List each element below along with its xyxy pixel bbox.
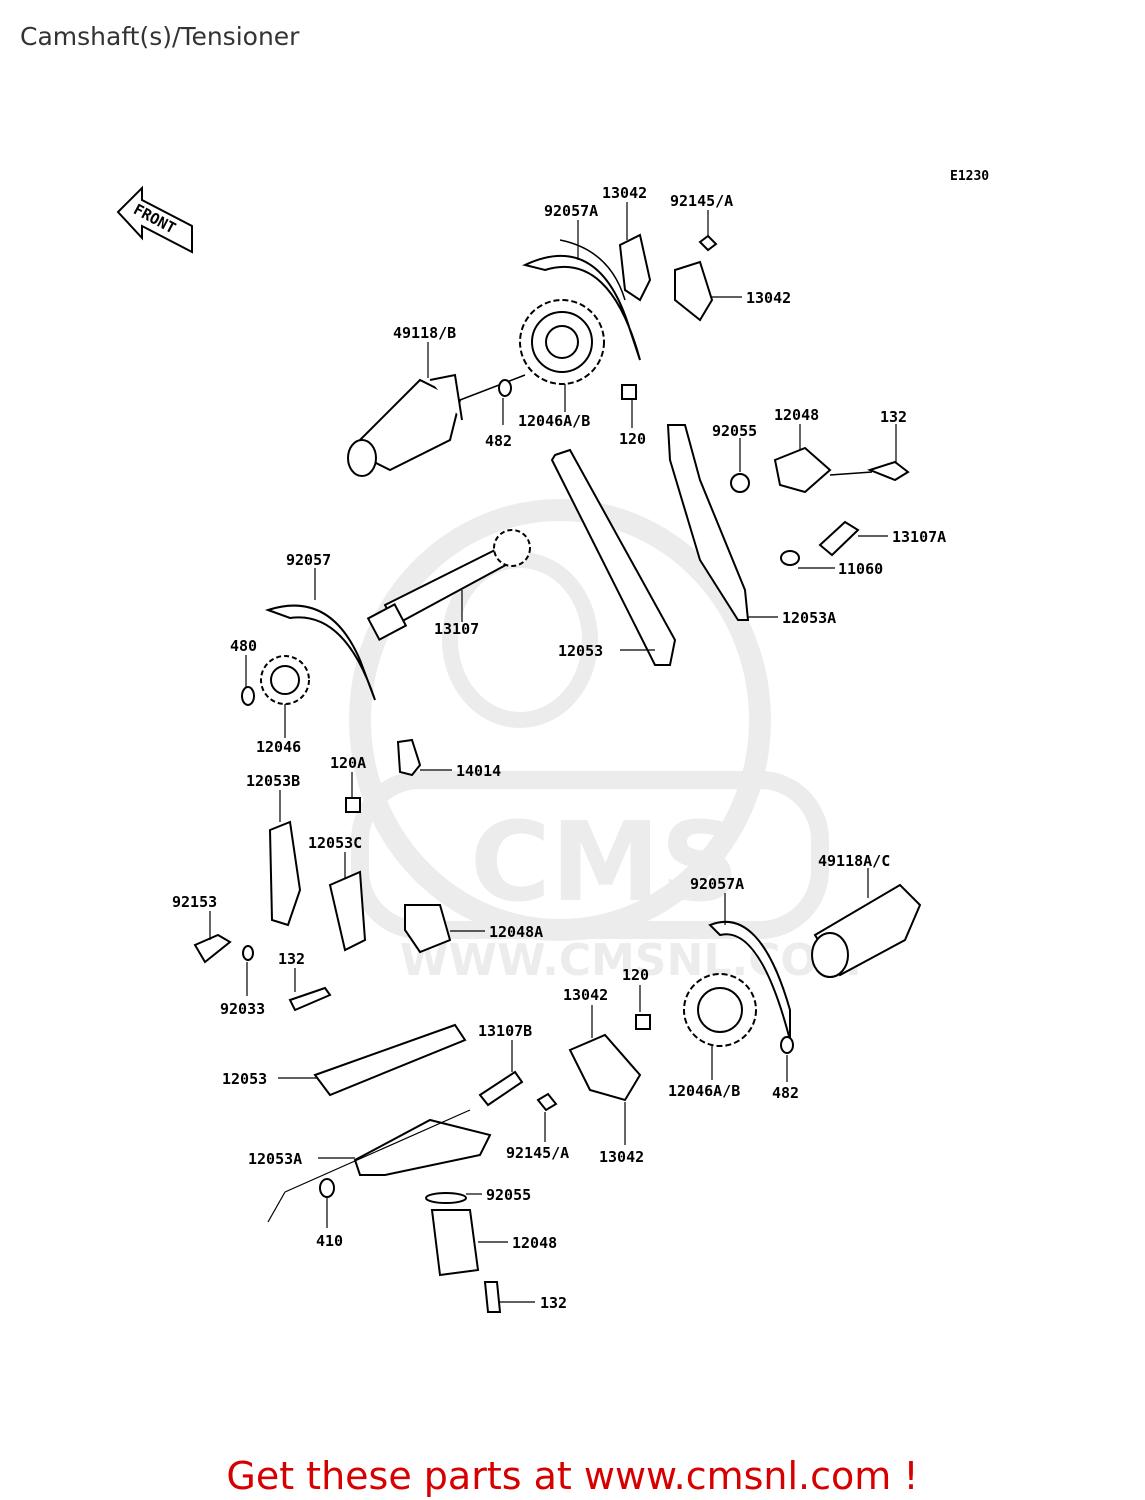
label-120-top: 120 <box>619 430 646 448</box>
tensioner-guide-12053A-top <box>666 424 750 621</box>
bolt-120A <box>345 797 361 813</box>
label-12046AB-top: 12046A/B <box>518 412 590 430</box>
bolt-132-top <box>867 460 910 482</box>
label-12046: 12046 <box>256 738 301 756</box>
washer-482-top <box>498 379 512 397</box>
cam-chain-92057 <box>264 604 376 701</box>
label-92153: 92153 <box>172 893 217 911</box>
label-14014: 14014 <box>456 762 501 780</box>
shaft-13107 <box>366 529 531 641</box>
tensioner-guide-12053A-bot <box>353 1118 492 1176</box>
label-49118AC: 49118A/C <box>818 852 890 870</box>
label-12048-top: 12048 <box>774 406 819 424</box>
label-13107B: 13107B <box>478 1022 532 1040</box>
label-13107: 13107 <box>434 620 479 638</box>
label-92055-bot: 92055 <box>486 1186 531 1204</box>
tensioner-12048A <box>404 904 452 954</box>
sprocket-top <box>519 299 605 385</box>
label-12053-bot: 12053 <box>222 1070 267 1088</box>
camshaft-top <box>347 373 526 477</box>
label-12048A: 12048A <box>489 923 543 941</box>
label-132-bot: 132 <box>540 1294 567 1312</box>
bolt-120-top <box>621 384 637 400</box>
front-arrow-icon: FRONT <box>116 185 193 254</box>
tensioner-12048-top <box>773 446 832 494</box>
tensioner-12048-bot <box>430 1209 480 1277</box>
leader-lines <box>209 202 897 1303</box>
footer-link[interactable]: Get these parts at www.cmsnl.com ! <box>226 1454 919 1498</box>
chain-guide-12053 <box>550 448 677 666</box>
label-13042-top2: 13042 <box>746 289 791 307</box>
label-13042-bot2: 13042 <box>599 1148 644 1166</box>
label-13042-bot: 13042 <box>563 986 608 1004</box>
label-12053A-bot: 12053A <box>248 1150 302 1168</box>
oring-92055-top <box>730 473 750 493</box>
washer-482-bot <box>780 1036 794 1054</box>
bolt-132-mid <box>288 986 332 1012</box>
bolt-132-bot <box>483 1281 502 1313</box>
label-482-bot: 482 <box>772 1084 799 1102</box>
label-13042-top: 13042 <box>602 184 647 202</box>
label-12053-mid: 12053 <box>558 642 603 660</box>
label-12046AB-bot: 12046A/B <box>668 1082 740 1100</box>
label-92145A-top: 92145/A <box>670 192 733 210</box>
label-410: 410 <box>316 1232 343 1250</box>
guide-12053B <box>268 820 302 927</box>
guide-12053-bot <box>313 1023 467 1097</box>
label-92057A-top: 92057A <box>544 202 598 220</box>
camshaft-49118AC <box>811 883 922 978</box>
label-482-top: 482 <box>485 432 512 450</box>
label-49118B: 49118/B <box>393 324 456 342</box>
label-132-mid: 132 <box>278 950 305 968</box>
label-120A: 120A <box>330 754 366 772</box>
weight-13042-bot <box>568 1033 642 1102</box>
label-12048-bot: 12048 <box>512 1234 557 1252</box>
part-labels: 92057A 13042 92145/A 13042 49118/B 482 1… <box>172 184 946 1312</box>
label-92057: 92057 <box>286 551 331 569</box>
washer-480 <box>241 686 255 706</box>
label-92055-top: 92055 <box>712 422 757 440</box>
bolt-13107A <box>818 520 860 557</box>
weight-13042-top2 <box>674 260 714 322</box>
label-12053C: 12053C <box>308 834 362 852</box>
label-92057A-bot: 92057A <box>690 875 744 893</box>
bolt-92153 <box>193 933 232 964</box>
label-12053A-top: 12053A <box>782 609 836 627</box>
cam-chain-top <box>522 239 641 361</box>
label-120-bot: 120 <box>622 966 649 984</box>
diagram-code: E1230 <box>950 169 989 184</box>
weight-13042-top <box>618 233 652 302</box>
spring-92145-top <box>698 234 718 252</box>
page-title: Camshaft(s)/Tensioner <box>20 22 300 51</box>
label-480: 480 <box>230 637 257 655</box>
plate-14014 <box>396 738 422 777</box>
label-11060: 11060 <box>838 560 883 578</box>
label-92145A-bot: 92145/A <box>506 1144 569 1162</box>
washer-11060 <box>780 550 800 566</box>
label-132-top: 132 <box>880 408 907 426</box>
bolt-13107B <box>478 1070 524 1107</box>
label-92033: 92033 <box>220 1000 265 1018</box>
guide-12053C <box>328 870 367 952</box>
watermark-url: WWW.CMSNL.COM <box>400 935 862 986</box>
label-13107A: 13107A <box>892 528 946 546</box>
washer-92033 <box>242 945 254 961</box>
washer-410 <box>319 1178 335 1198</box>
oring-92055-bot <box>425 1192 467 1204</box>
watermark-brand: CMS <box>470 798 739 926</box>
spring-92145-bot <box>536 1092 558 1112</box>
bolt-120-bot <box>635 1014 651 1030</box>
label-12053B: 12053B <box>246 772 300 790</box>
